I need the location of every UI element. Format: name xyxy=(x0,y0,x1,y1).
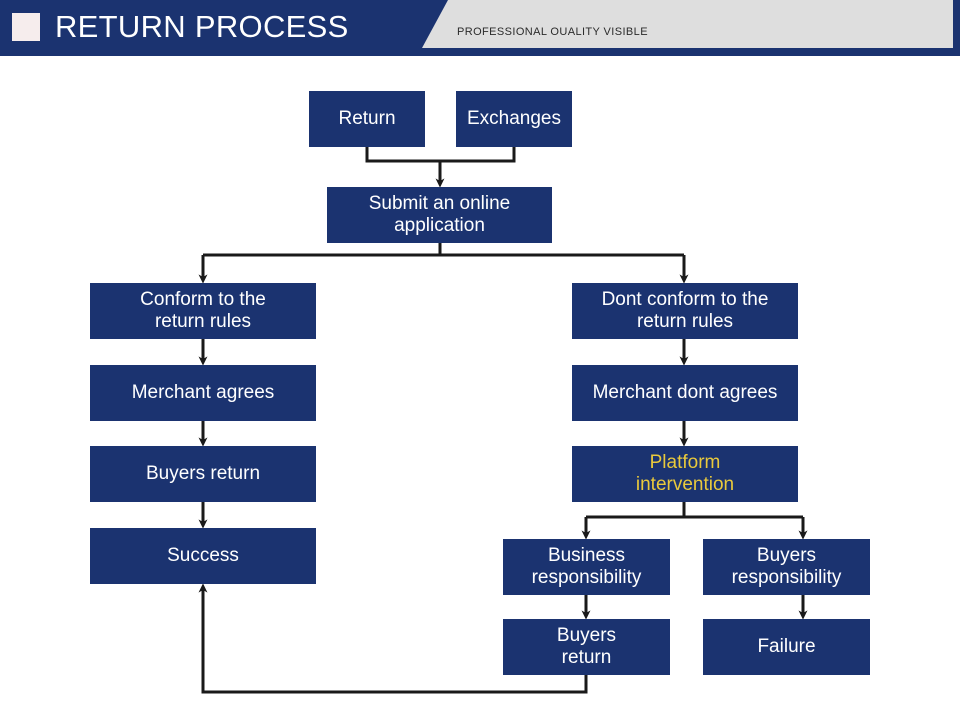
header-gray-panel xyxy=(422,0,953,48)
node-success[interactable]: Success xyxy=(90,528,316,584)
node-platform-intervention[interactable]: Platform intervention xyxy=(572,446,798,502)
page-header: RETURN PROCESS PROFESSIONAL OUALITY VISI… xyxy=(0,0,960,56)
flowchart-connectors xyxy=(198,147,808,694)
node-buyers-responsibility[interactable]: Buyers responsibility xyxy=(703,539,870,595)
node-merchant-agrees[interactable]: Merchant agrees xyxy=(90,365,316,421)
node-exchanges[interactable]: Exchanges xyxy=(456,91,572,147)
node-failure[interactable]: Failure xyxy=(703,619,870,675)
node-submit-online-application[interactable]: Submit an online application xyxy=(327,187,552,243)
node-business-responsibility[interactable]: Business responsibility xyxy=(503,539,670,595)
edge-return-exchanges-merge xyxy=(365,147,516,163)
page-title: RETURN PROCESS xyxy=(55,9,349,44)
node-buyers-return-left[interactable]: Buyers return xyxy=(90,446,316,502)
header-subtitle: PROFESSIONAL OUALITY VISIBLE xyxy=(457,26,648,38)
node-merchant-dont-agrees[interactable]: Merchant dont agrees xyxy=(572,365,798,421)
node-buyers-return-right[interactable]: Buyers return xyxy=(503,619,670,675)
node-return[interactable]: Return xyxy=(309,91,425,147)
node-dont-conform-to-return-rules[interactable]: Dont conform to the return rules xyxy=(572,283,798,339)
node-conform-to-return-rules[interactable]: Conform to the return rules xyxy=(90,283,316,339)
flowchart-canvas: Return Exchanges Submit an online applic… xyxy=(0,56,960,720)
header-square-icon xyxy=(12,13,40,41)
edge-buyers-return-back-to-success xyxy=(198,583,588,694)
